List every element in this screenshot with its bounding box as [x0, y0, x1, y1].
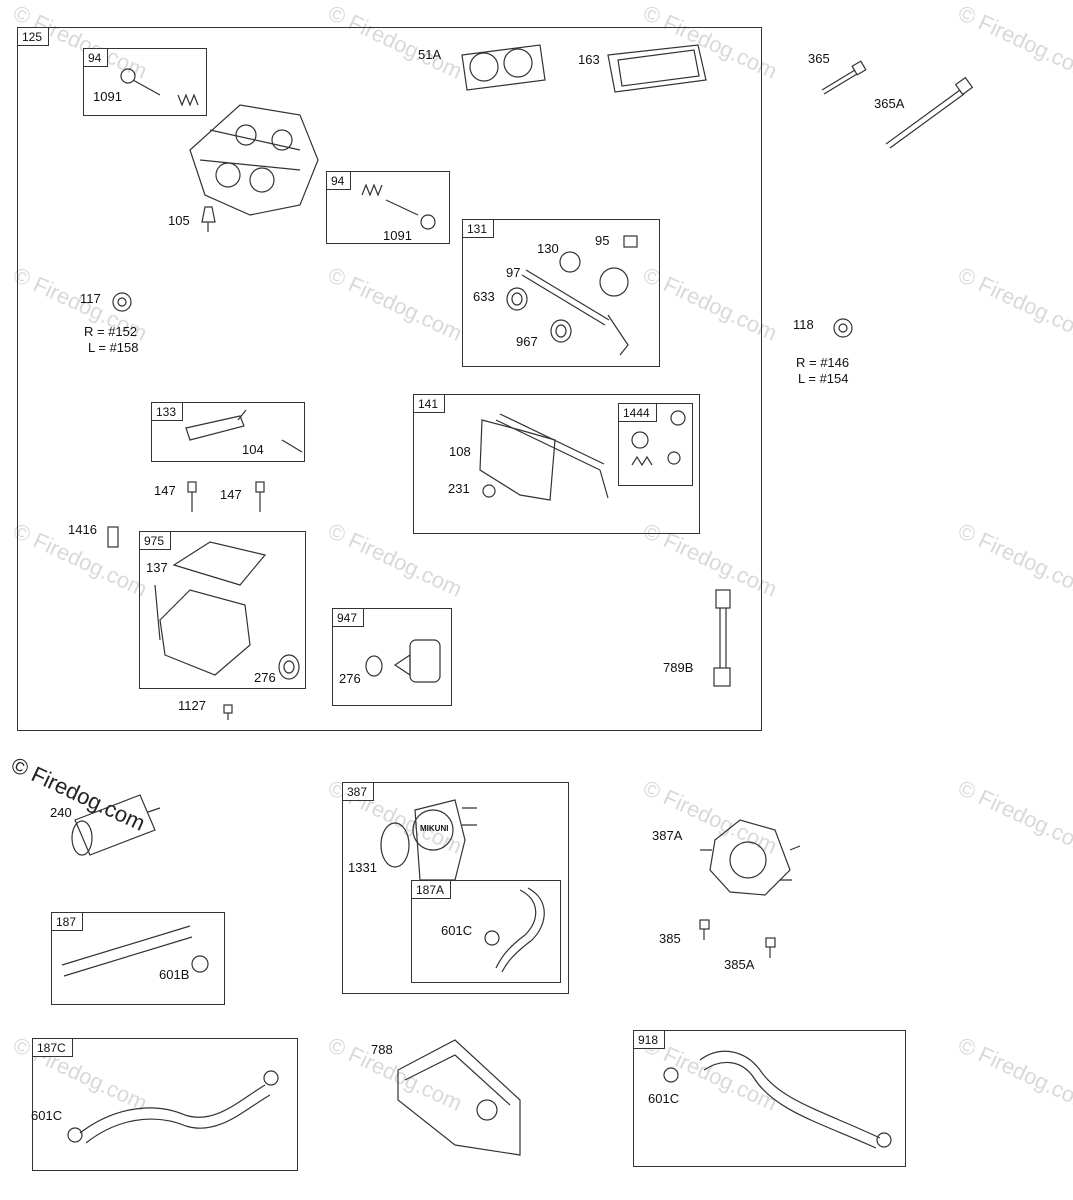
group-tag: 125: [18, 28, 50, 46]
part-label: 130: [537, 241, 559, 256]
part-label: 51A: [418, 47, 442, 62]
fuel-pump-387: [380, 799, 477, 881]
group-tag: 918: [634, 1031, 666, 1049]
part-label: 1416: [68, 522, 97, 537]
kit-1444: [631, 410, 686, 467]
part-label: 633: [473, 289, 495, 304]
part-label: 147: [220, 487, 242, 502]
carb-body: [189, 104, 319, 216]
fitting-117: [112, 292, 132, 312]
needle-94-left: [120, 68, 199, 107]
part-label: 231: [448, 481, 470, 496]
part-label: 108: [449, 444, 471, 459]
part-label: 789B: [663, 660, 694, 675]
part-label: 365A: [874, 96, 905, 111]
part-label: 240: [50, 805, 72, 820]
jet-147-pair: [187, 481, 265, 512]
group-tag: 141: [414, 395, 446, 413]
jet-105: [201, 206, 216, 232]
group-box-133: 133: [151, 402, 305, 462]
gasket-163: [607, 44, 707, 93]
part-label: 385: [659, 931, 681, 946]
screw-385: [699, 919, 710, 940]
part-note: R = #152: [84, 324, 138, 339]
group-tag: 387: [343, 783, 375, 801]
hose-187: [61, 925, 209, 977]
group-box-94-left: 94: [83, 48, 207, 116]
group-tag: 131: [463, 220, 495, 238]
part-label: 105: [168, 213, 190, 228]
group-tag: 975: [140, 532, 172, 550]
group-box-1444: 1444: [618, 403, 693, 486]
part-label: 601B: [159, 967, 190, 982]
screw-1127: [223, 704, 233, 720]
group-box-187A: 187A: [411, 880, 561, 983]
part-label: 601C: [31, 1108, 63, 1123]
part-label: 163: [578, 52, 600, 67]
part-label: 117: [80, 291, 101, 306]
group-box-947: 947: [332, 608, 452, 706]
needle-94-right: [361, 183, 436, 230]
harness-789B: [713, 589, 731, 687]
bracket-788: [397, 1039, 521, 1156]
part-label: 601C: [648, 1091, 680, 1106]
group-tag: 187A: [412, 881, 452, 899]
part-label: 276: [254, 670, 276, 685]
bowl-975: [154, 541, 300, 680]
group-tag: 187C: [33, 1039, 73, 1057]
lever-133: [185, 409, 303, 453]
group-box-187: 187: [51, 912, 225, 1005]
throttle-141: [479, 413, 609, 501]
group-box-131: 131: [462, 219, 660, 367]
part-note: L = #154: [798, 371, 849, 386]
group-box-187C: 187C: [32, 1038, 298, 1171]
bushing-1416: [107, 526, 119, 548]
group-box-94-right: 94: [326, 171, 450, 244]
bolt-365: [821, 60, 867, 95]
group-tag: 133: [152, 403, 184, 421]
part-label: 137: [146, 560, 168, 575]
hose-187A: [484, 887, 545, 973]
part-label: 385A: [724, 957, 755, 972]
part-label: 788: [371, 1042, 393, 1057]
bolt-365A: [885, 76, 974, 149]
gasket-51A: [461, 44, 546, 91]
pump-brand-text: MIKUNI: [420, 824, 449, 833]
part-label: 104: [242, 442, 264, 457]
part-label: 1331: [348, 860, 377, 875]
hose-187C: [67, 1070, 279, 1144]
group-tag: 94: [327, 172, 352, 190]
part-note: L = #158: [88, 340, 139, 355]
part-label: 1091: [93, 89, 122, 104]
fitting-118: [833, 318, 853, 338]
part-label: 97: [506, 265, 521, 280]
part-label: 387A: [652, 828, 683, 843]
group-tag: 1444: [619, 404, 657, 422]
part-label: 601C: [441, 923, 473, 938]
group-tag: 947: [333, 609, 365, 627]
fuel-filter-240: [71, 794, 161, 856]
group-box-975: 975: [139, 531, 306, 689]
part-label: 147: [154, 483, 176, 498]
group-box-918: 918: [633, 1030, 906, 1167]
screw-385A: [765, 937, 776, 958]
part-label: 95: [595, 233, 610, 248]
choke-shaft-131: [506, 235, 638, 356]
group-tag: 94: [84, 49, 109, 67]
part-label: 967: [516, 334, 538, 349]
part-label: 365: [808, 51, 830, 66]
hose-918: [663, 1050, 892, 1149]
part-note: R = #146: [796, 355, 850, 370]
fuel-pump-387A: [700, 819, 801, 896]
part-label: 276: [339, 671, 361, 686]
group-tag: 187: [52, 913, 84, 931]
part-label: 118: [793, 317, 814, 332]
solenoid-947: [365, 639, 441, 683]
part-label: 1127: [178, 698, 206, 713]
group-box-125: 125: [17, 27, 762, 731]
group-box-387: 387: [342, 782, 569, 994]
part-label: 1091: [383, 228, 412, 243]
group-box-141: 141: [413, 394, 700, 534]
